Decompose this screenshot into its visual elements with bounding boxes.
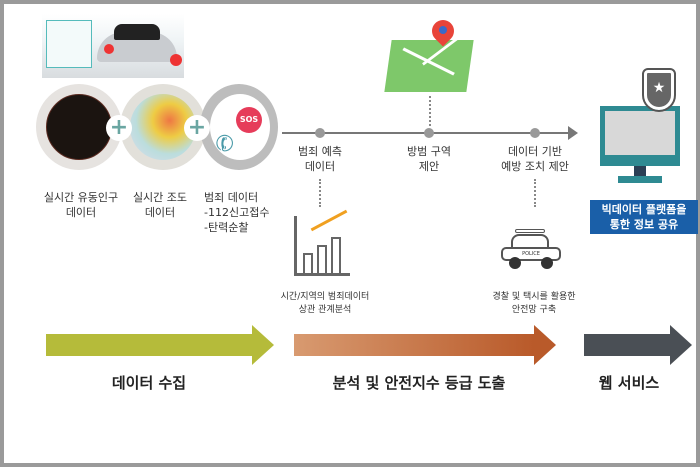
detail-correlation-analysis: 시간/지역의 범죄데이터 상관 관계분석 xyxy=(280,292,370,315)
shield-star-icon: ★ xyxy=(642,68,676,112)
timeline-label-crime-prediction: 범죄 예측 데이터 xyxy=(298,145,342,173)
connector-dots xyxy=(319,179,321,207)
connector-dots xyxy=(534,179,536,207)
timeline-label-patrol-zone: 방범 구역 제안 xyxy=(407,145,451,173)
platform-label: 빅데이터 플랫폼을 통한 정보 공유 xyxy=(590,200,698,234)
timeline-label-prevention: 데이터 기반 예방 조치 제안 xyxy=(501,145,569,173)
bar-chart-icon xyxy=(294,216,350,276)
taxi-sensor-image xyxy=(42,14,184,78)
stage-label-collect: 데이터 수집 xyxy=(111,374,187,392)
detail-safety-network: 경찰 및 택시를 활용한 안전망 구축 xyxy=(492,292,576,315)
collect-label-crime: 범죄 데이터 -112신고접수 -탄력순찰 xyxy=(204,191,270,234)
timeline-node xyxy=(424,128,434,138)
timeline-node xyxy=(315,128,325,138)
stage-arrow-web xyxy=(584,325,692,365)
stage-arrow-collect xyxy=(46,325,274,365)
plus-icon: + xyxy=(106,115,132,141)
plus-icon: + xyxy=(184,115,210,141)
police-car-icon: POLICE xyxy=(501,229,563,269)
floating-population-map-inner xyxy=(46,94,112,160)
collect-label-population: 실시간 유동인구 데이터 xyxy=(43,191,119,219)
map-icon xyxy=(384,37,474,92)
stage-arrow-analysis xyxy=(294,325,556,365)
stage-label-analysis: 분석 및 안전지수 등급 도출 xyxy=(332,374,506,392)
monitor-icon xyxy=(600,106,680,166)
timeline-arrow-head xyxy=(568,126,578,140)
timeline-node xyxy=(530,128,540,138)
collect-label-illuminance: 실시간 조도 데이터 xyxy=(132,191,188,219)
connector-dots xyxy=(429,96,431,126)
stage-label-web: 웹 서비스 xyxy=(598,374,660,392)
sos-bubble-icon: SOS xyxy=(236,107,262,133)
